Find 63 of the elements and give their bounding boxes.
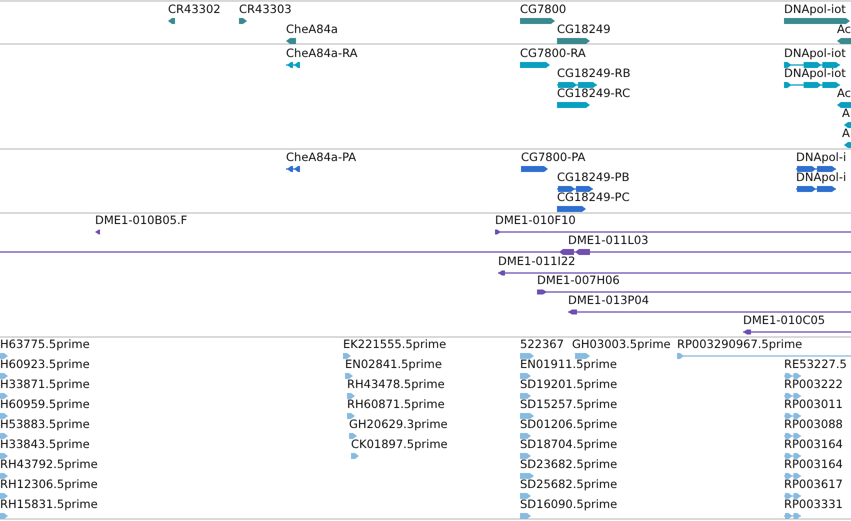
feature-label: DME1-010F10 [495,214,576,227]
feature-label: DME1-010C05 [743,314,826,327]
feature-label: H33871.5prime [0,378,90,391]
feature-label: DME1-007H06 [537,274,620,287]
feature-label: CG7800 [520,3,566,16]
feature-label: EK221555.5prime [343,338,446,351]
feature-label: SD19201.5prime [520,378,618,391]
feature-label: CheA84a-RA [286,47,358,60]
feature-label: CG18249-PB [557,171,630,184]
feature-label: CR43302 [168,3,221,16]
feature-label: Ac [837,23,851,36]
feature-label: RH12306.5prime [0,478,98,491]
feature-label: DME1-011I22 [498,255,576,268]
feature-label: RH60871.5prime [347,398,445,411]
feature-label: RP003331 [784,498,843,511]
feature-label: H63775.5prime [0,338,90,351]
feature-label: GH20629.3prime [349,418,448,431]
feature-label: RP003088 [784,418,843,431]
feature-label: RP003290967.5prime [677,338,802,351]
feature-label: CG18249 [557,23,611,36]
feature-label: SD25682.5prime [520,478,618,491]
feature-label: Ac [837,87,851,100]
feature-label: RH43478.5prime [347,378,445,391]
feature-label: SD16090.5prime [520,498,618,511]
feature-label: DNApol-i [796,151,846,164]
feature-label: RP003222 [784,378,843,391]
feature-label: SD15257.5prime [520,398,618,411]
feature-label: H60923.5prime [0,358,90,371]
feature-label: DNApol-iot [784,47,846,60]
feature-label: A [842,107,850,120]
feature-label: RH43792.5prime [0,458,98,471]
feature-label: RP003011 [784,398,843,411]
feature-label: H60959.5prime [0,398,90,411]
feature-label: CG7800-RA [520,47,586,60]
feature-label: DME1-010B05.F [95,214,188,227]
feature-label: CheA84a [286,23,338,36]
feature-label: RH15831.5prime [0,498,98,511]
feature-label: SD23682.5prime [520,458,618,471]
feature-label: H33843.5prime [0,438,90,451]
feature-label: DNApol-iot [784,3,846,16]
feature-label: CG18249-RB [557,67,631,80]
feature-label: H53883.5prime [0,418,90,431]
feature-label: RE53227.5 [784,358,847,371]
feature-label: SD01206.5prime [520,418,618,431]
feature-label: 522367 [520,338,564,351]
feature-label: CheA84a-PA [286,151,356,164]
feature-label: DME1-013P04 [568,294,650,307]
feature-label: DNApol-iot [784,67,846,80]
feature-label: GH03003.5prime [572,338,671,351]
feature-label: EN01911.5prime [520,358,617,371]
feature-label: CR43303 [239,3,292,16]
feature-label: DNApol-i [796,171,846,184]
feature-label: RP003617 [784,478,843,491]
feature-label: SD18704.5prime [520,438,618,451]
feature-label: CG7800-PA [521,151,586,164]
feature-label: RP003164 [784,458,843,471]
feature-label: CG18249-RC [557,87,630,100]
feature-label: CG18249-PC [557,191,630,204]
feature-label: DME1-011L03 [568,234,648,247]
feature-label: CK01897.5prime [351,438,448,451]
feature-label: A [842,127,850,140]
feature-label: RP003164 [784,438,843,451]
feature-label: EN02841.5prime [345,358,442,371]
